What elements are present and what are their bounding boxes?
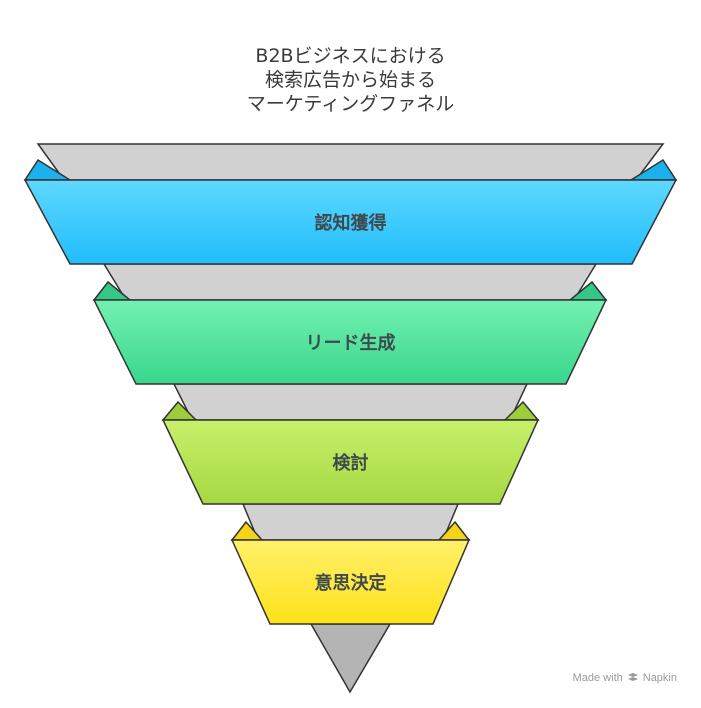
napkin-name: Napkin (642, 672, 677, 684)
stage-4-label: 意思決定 (314, 573, 387, 594)
title-line-1: B2Bビジネスにおける (255, 45, 446, 67)
title-line-3: マーケティングファネル (246, 93, 455, 115)
stage-2-band (92, 299, 608, 385)
stage-4-band (230, 539, 471, 625)
funnel-back-segment (102, 263, 598, 301)
funnel-tip (309, 623, 392, 694)
stage-1-label: 認知獲得 (314, 213, 387, 234)
diagram-title: B2Bビジネスにおける 検索広告から始まる マーケティングファネル (0, 44, 701, 116)
made-with-text: Made with (572, 672, 623, 684)
stage-3-label: 検討 (332, 453, 369, 474)
funnel-back-segment (241, 503, 460, 541)
funnel-back-segment (172, 383, 529, 421)
stage-3-band (161, 419, 540, 505)
napkin-logo-icon (627, 673, 638, 681)
stage-1-band (23, 179, 678, 265)
made-with-napkin[interactable]: Made with Napkin (573, 672, 677, 684)
stage-2-label: リード生成 (305, 333, 396, 354)
funnel-back-segment (36, 143, 665, 181)
title-line-2: 検索広告から始まる (264, 69, 436, 91)
